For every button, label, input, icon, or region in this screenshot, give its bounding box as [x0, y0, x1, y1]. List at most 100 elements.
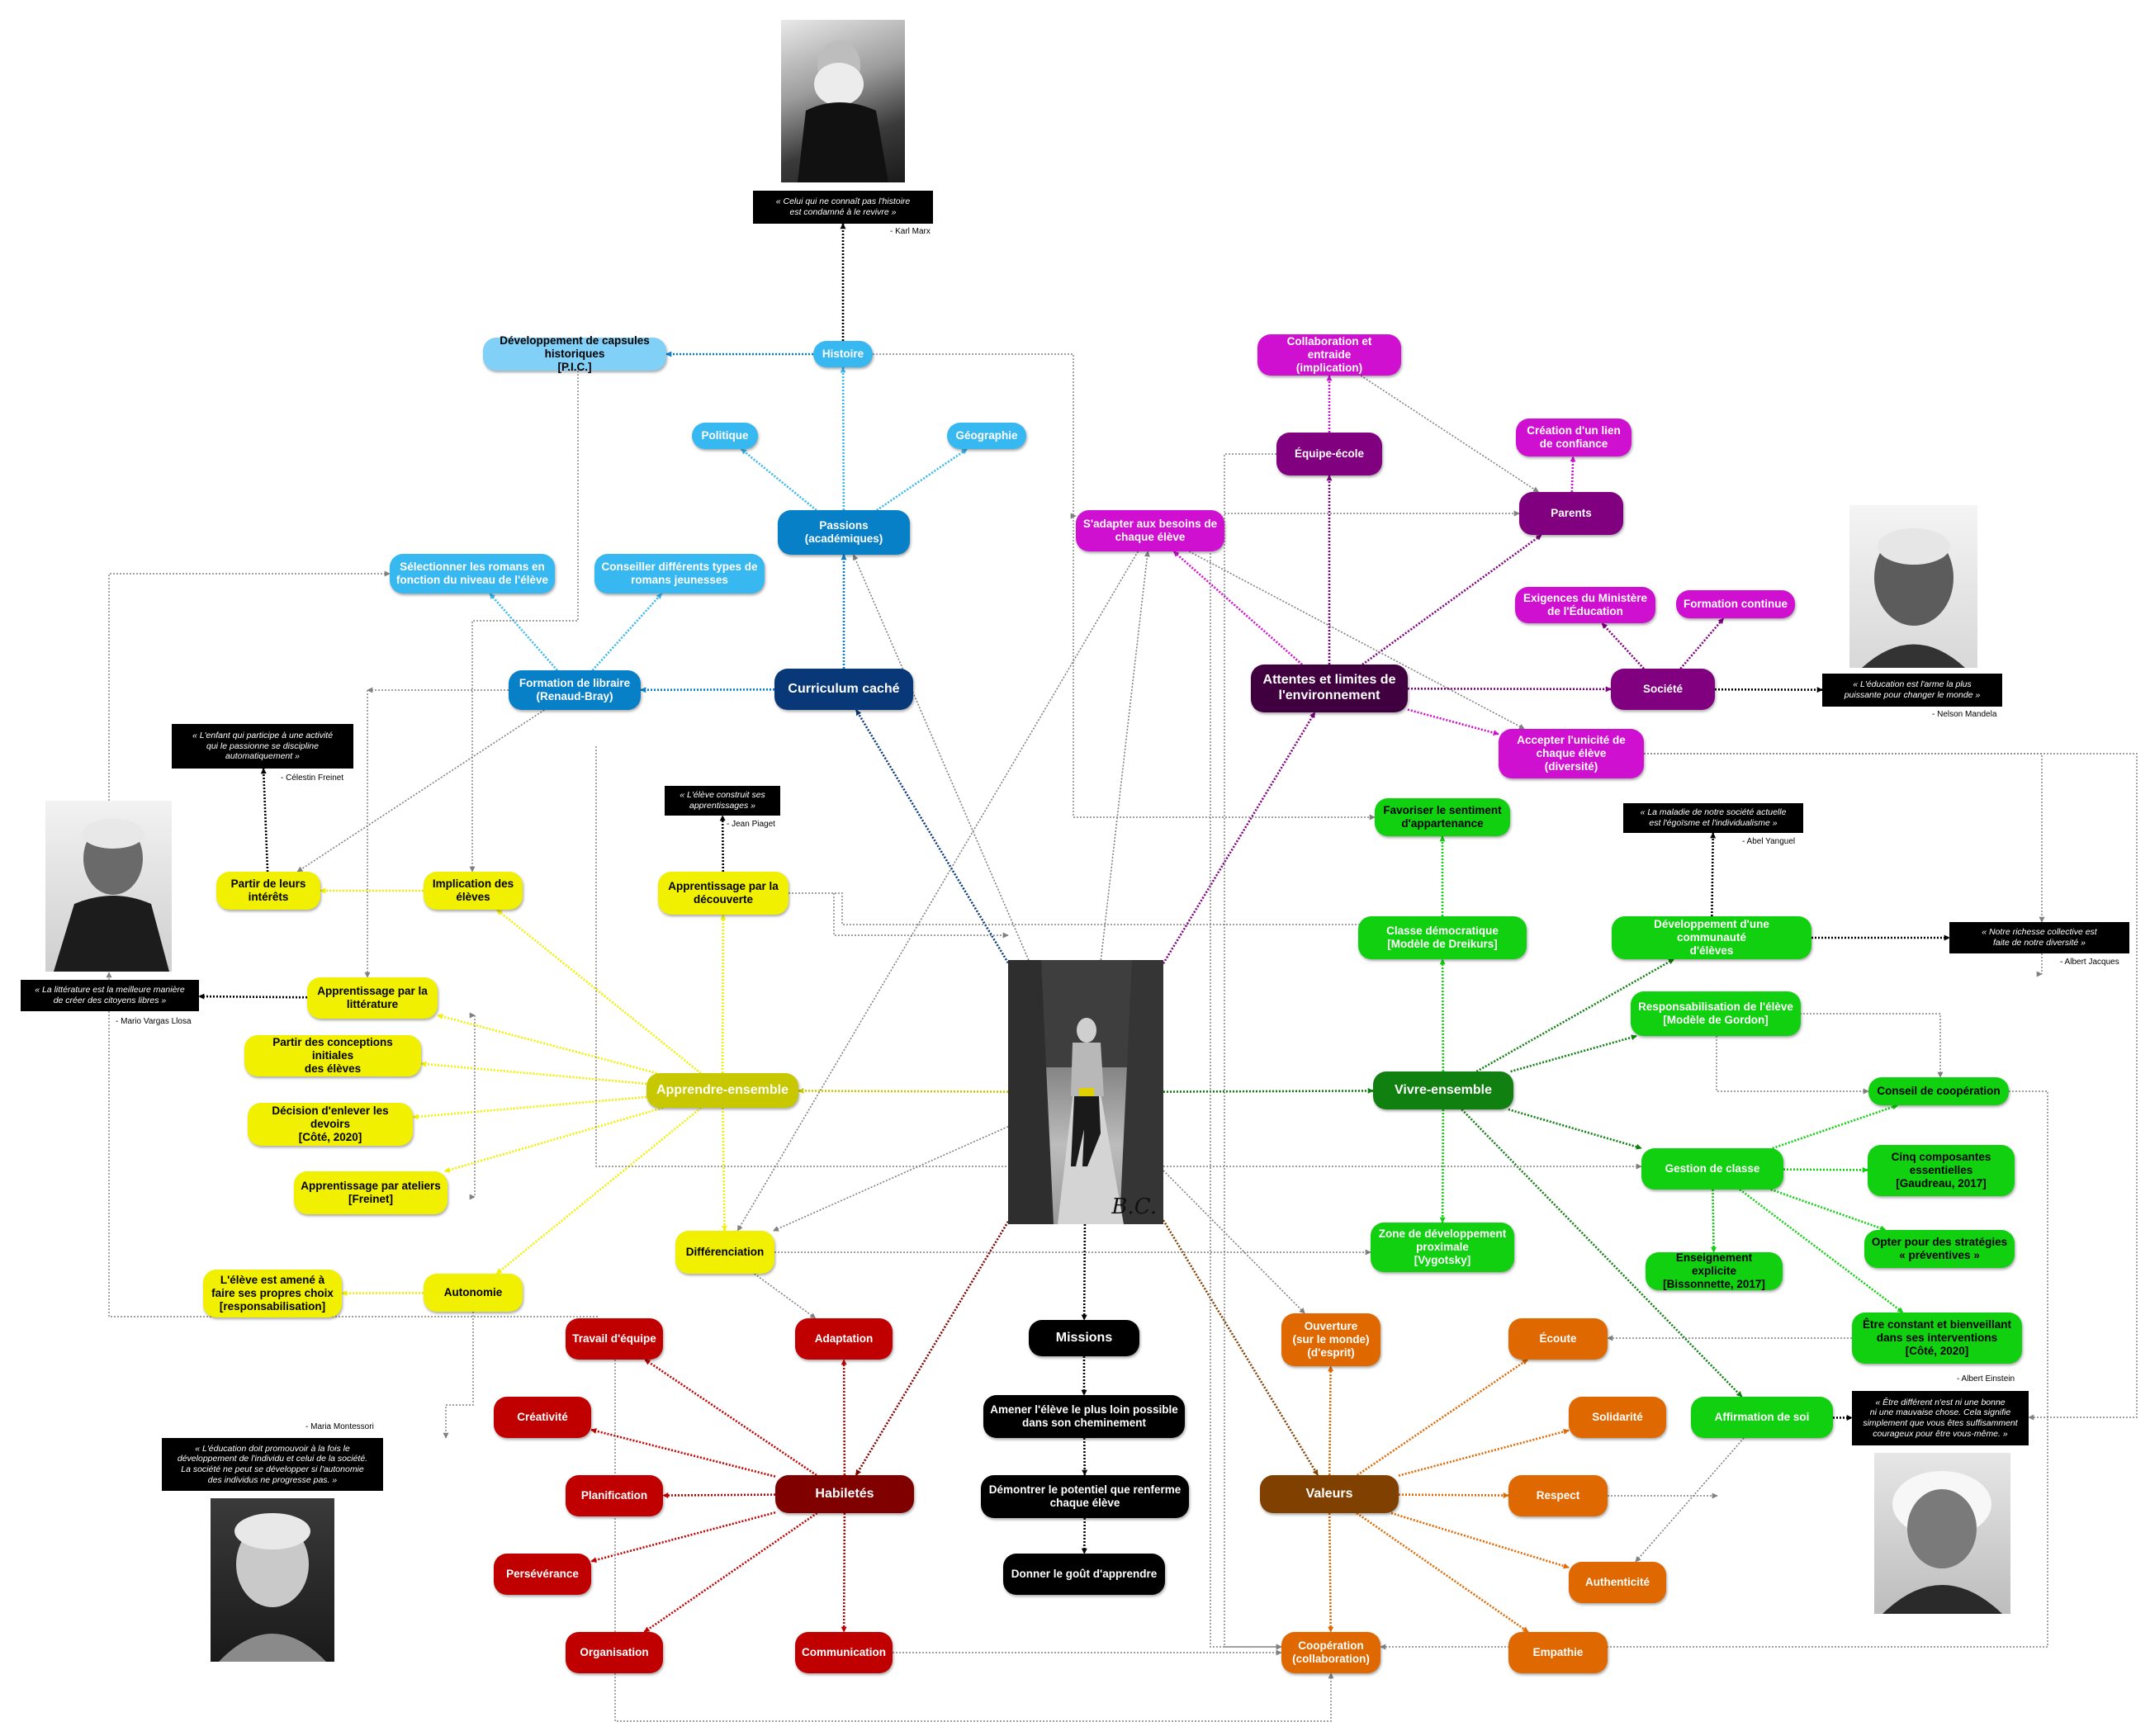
- node-selectionner: Sélectionner les romans en fonction du n…: [390, 554, 555, 594]
- node-solidarite: Solidarité: [1569, 1397, 1666, 1438]
- link-elbow-7: [595, 746, 1642, 1170]
- node-capsules: Développement de capsules historiques [P…: [483, 334, 666, 373]
- node-classe-democratique: Classe démocratique [Modèle de Dreikurs]: [1358, 916, 1527, 959]
- node-parents: Parents: [1519, 492, 1623, 535]
- link-attentes-to-parents: [1362, 533, 1542, 666]
- link-apprendre-ensemble-to-apprentissage-decouverte: [720, 914, 727, 1074]
- node-apprentissage-decouverte: Apprentissage par la découverte: [658, 872, 788, 915]
- link-vivre-ensemble-to-developpement-communaute: [1475, 958, 1674, 1073]
- portrait-icon: [798, 40, 888, 182]
- nelson-mandela-photo: [1849, 505, 1977, 668]
- link-gestion-classe-to-enseignement-explicite: [1711, 1189, 1717, 1253]
- portrait-icon: [1882, 1471, 2002, 1614]
- link-valeurs-to-ecoute: [1357, 1358, 1528, 1477]
- link-attentes-to-accepter: [1407, 708, 1499, 736]
- portrait-icon: [54, 819, 169, 972]
- node-apprendre-ensemble: Apprendre-ensemble: [646, 1073, 798, 1108]
- link-apprendre-ensemble-to-apprentissage-litterature: [437, 1014, 657, 1075]
- node-exigences: Exigences du Ministère de l'Éducation: [1515, 587, 1655, 623]
- link-center-to-missions: [1081, 1223, 1087, 1321]
- node-collaboration-entraide: Collaboration et entraide (implication): [1257, 334, 1401, 376]
- node-authenticite: Authenticité: [1569, 1562, 1666, 1603]
- link-elbow-11: [1224, 453, 1282, 1650]
- node-respect: Respect: [1508, 1475, 1608, 1516]
- node-developpement-communaute: Développement d'une communauté d'élèves: [1612, 916, 1811, 959]
- link-gestion-classe-to-cinq-composantes: [1783, 1166, 1868, 1173]
- link-sadapter-to-accepter: [1188, 551, 1525, 730]
- node-adaptation: Adaptation: [795, 1318, 893, 1360]
- node-donner-gout: Donner le goût d'apprendre: [1003, 1554, 1165, 1595]
- link-habiletes-to-perseverance: [590, 1511, 776, 1563]
- link-elbow-14: [1800, 1013, 1944, 1078]
- node-sadapter: S'adapter aux besoins de chaque élève: [1076, 510, 1224, 551]
- node-missions: Missions: [1029, 1320, 1139, 1356]
- link-passions-to-geographie: [876, 447, 968, 512]
- node-travail-equipe: Travail d'équipe: [566, 1318, 663, 1360]
- node-histoire: Histoire: [813, 341, 873, 367]
- node-apprentissage-ateliers: Apprentissage par ateliers [Freinet]: [294, 1171, 448, 1214]
- node-implication-eleves: Implication des élèves: [424, 872, 523, 910]
- link-valeurs-to-solidarite: [1398, 1428, 1570, 1477]
- portrait-icon: [219, 1513, 326, 1662]
- node-valeurs: Valeurs: [1260, 1475, 1399, 1513]
- link-center-to-valeurs: [1162, 1219, 1319, 1476]
- node-cinq-composantes: Cinq composantes essentielles [Gaudreau,…: [1868, 1145, 2015, 1196]
- node-empathie: Empathie: [1508, 1632, 1608, 1673]
- signature: B.C.: [1111, 1194, 1157, 1219]
- node-formation-libraire: Formation de libraire (Renaud-Bray): [509, 670, 641, 710]
- link-center-to-sadapter: [1100, 551, 1150, 961]
- node-formation-continue: Formation continue: [1676, 590, 1795, 618]
- link-habiletes-to-organisation: [643, 1511, 818, 1634]
- link-attentes-to-societe: [1407, 686, 1612, 693]
- author-maria-montessori: - Maria Montessori: [305, 1422, 374, 1431]
- node-demontrer: Démontrer le potentiel que renferme chaq…: [981, 1475, 1189, 1518]
- center-runner-photo: B.C.: [1008, 960, 1163, 1224]
- link-attentes-to-sadapter: [1172, 551, 1303, 665]
- mario-vargas-llosa-photo: [45, 801, 172, 972]
- node-enseignement-explicite: Enseignement explicite [Bissonnette, 201…: [1646, 1251, 1783, 1290]
- author-jean-piaget: - Jean Piaget: [727, 820, 775, 829]
- link-vivre-ensemble-to-zone-developpement: [1439, 1109, 1446, 1223]
- author-albert-jacques: - Albert Jacques: [2060, 958, 2119, 967]
- link-societe-to-formation-continue: [1679, 617, 1725, 669]
- node-opter-strategies: Opter pour des stratégies « préventives …: [1864, 1230, 2015, 1268]
- node-autonomie: Autonomie: [424, 1274, 523, 1312]
- node-decision-devoirs: Décision d'enlever les devoirs [Côté, 20…: [248, 1103, 413, 1146]
- link-affirmation-to-authenticite: [1635, 1437, 1745, 1563]
- link-valeurs-to-authenticite: [1390, 1511, 1570, 1569]
- link-elbow-5: [788, 892, 1415, 925]
- link-parents-to-creation-lien: [1570, 456, 1576, 493]
- link-center-to-ouverture: [1163, 1170, 1305, 1314]
- node-zone-developpement: Zone de développement proximale [Vygotsk…: [1371, 1223, 1514, 1272]
- link-center-to-vivre-ensemble: [1163, 1087, 1374, 1094]
- author-albert-einstein: - Albert Einstein: [1957, 1374, 2015, 1384]
- link-elbow-8: [833, 893, 1009, 939]
- node-conseil-cooperation: Conseil de coopération: [1868, 1077, 2009, 1105]
- link-habiletes-to-creativite: [590, 1428, 776, 1478]
- portrait-icon: [1862, 528, 1965, 668]
- author-mario-vargas-llosa: - Mario Vargas Llosa: [116, 1017, 192, 1026]
- node-perseverance: Persévérance: [494, 1554, 591, 1595]
- node-attentes: Attentes et limites de l'environnement: [1251, 665, 1408, 712]
- link-elbow-22: [614, 1360, 1334, 1722]
- node-passions: Passions (académiques): [778, 510, 910, 555]
- runner-icon: [1008, 960, 1163, 1224]
- node-conseiller: Conseiller différents types de romans je…: [594, 554, 765, 594]
- node-accepter: Accepter l'unicité de chaque élève (dive…: [1499, 729, 1644, 778]
- link-center-to-attentes: [1162, 712, 1316, 964]
- quote-abel-yanguel: « La maladie de notre société actuelle e…: [1623, 803, 1803, 833]
- link-center-to-differenciation: [772, 1125, 1009, 1232]
- link-formation-libraire-to-selectionner: [489, 593, 558, 671]
- link-vivre-ensemble-to-classe-democratique: [1439, 958, 1446, 1072]
- link-formation-libraire-to-conseiller: [591, 593, 663, 671]
- node-equipe-ecole: Équipe-école: [1276, 433, 1382, 475]
- link-vivre-ensemble-to-affirmation: [1461, 1109, 1743, 1398]
- node-affirmation: Affirmation de soi: [1691, 1397, 1833, 1438]
- node-amener-eleve: Amener l'élève le plus loin possible dan…: [983, 1395, 1185, 1438]
- node-vivre-ensemble: Vivre-ensemble: [1373, 1071, 1513, 1109]
- link-habiletes-to-travail-equipe: [644, 1358, 817, 1477]
- link-vivre-ensemble-to-gestion-classe: [1508, 1108, 1642, 1150]
- quote-jean-piaget: « L'élève construit ses apprentissages »: [665, 786, 780, 816]
- link-center-to-curriculum: [855, 709, 1010, 964]
